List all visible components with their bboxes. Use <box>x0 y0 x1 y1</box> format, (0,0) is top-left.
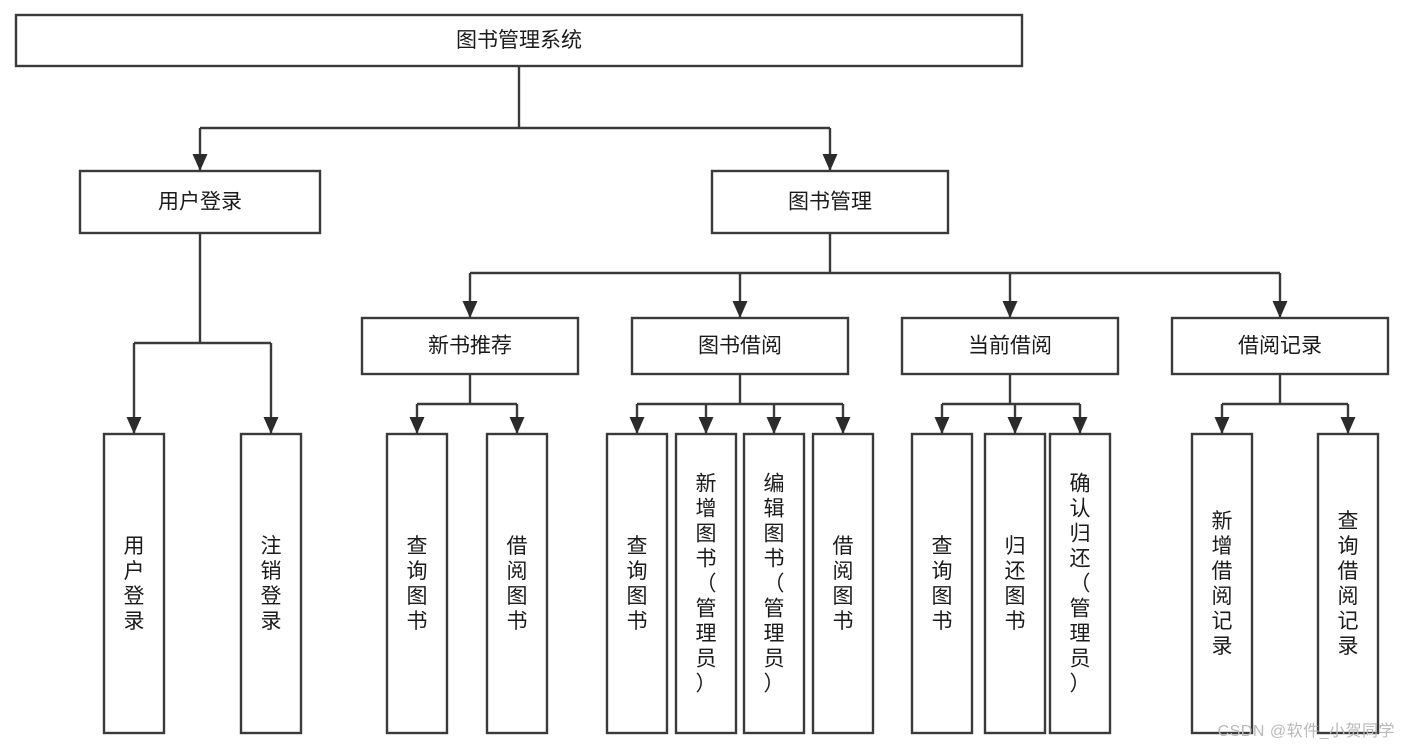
node-leaf-user-logout-label: 注销登录 <box>261 535 282 633</box>
arrow-icon-new-book-recommend <box>462 301 478 318</box>
watermark: CSDN @软件_小贺同学 <box>1217 723 1395 740</box>
node-leaf-query-book-3[interactable]: 查询图书 <box>910 432 974 735</box>
node-leaf-query-book-3-box[interactable] <box>910 432 974 735</box>
arrow-icon-leaf-confirm-return <box>1072 417 1088 434</box>
node-leaf-borrow-book-1-label: 借阅图书 <box>507 535 528 633</box>
node-book-manage-label: 图书管理 <box>788 191 872 214</box>
arrow-icon-leaf-query-book-3 <box>934 417 950 434</box>
node-leaf-query-book-1-label: 查询图书 <box>407 535 428 633</box>
arrow-icon-leaf-query-book-2 <box>629 417 645 434</box>
arrow-icon-borrow-record <box>1272 301 1288 318</box>
node-leaf-edit-book[interactable]: 编辑图书（管理员） <box>742 432 806 735</box>
node-leaf-return-book[interactable]: 归还图书 <box>983 432 1047 735</box>
node-borrow-record[interactable]: 借阅记录 <box>1170 316 1390 376</box>
arrow-icon-leaf-query-record <box>1340 417 1356 434</box>
node-borrow-record-box[interactable] <box>1170 316 1390 376</box>
node-root-box[interactable] <box>14 13 1024 68</box>
node-leaf-user-login-label: 用户登录 <box>124 535 145 633</box>
arrow-icon-leaf-edit-book <box>766 417 782 434</box>
node-borrow-record-label: 借阅记录 <box>1238 335 1322 358</box>
node-leaf-borrow-book-1[interactable]: 借阅图书 <box>485 432 549 735</box>
node-user-login[interactable]: 用户登录 <box>78 169 322 235</box>
node-leaf-confirm-return-box[interactable] <box>1048 432 1112 735</box>
node-leaf-user-login[interactable]: 用户登录 <box>102 432 166 735</box>
arrow-icon-book-manage <box>822 154 838 171</box>
node-leaf-borrow-book-2-box[interactable] <box>811 432 875 735</box>
node-leaf-add-record-box[interactable] <box>1190 432 1254 735</box>
node-book-borrow-label: 图书借阅 <box>698 335 782 358</box>
arrow-icon-leaf-borrow-book-1 <box>509 417 525 434</box>
node-leaf-user-logout[interactable]: 注销登录 <box>239 432 303 735</box>
node-leaf-add-record-label: 新增借阅记录 <box>1212 510 1233 658</box>
node-leaf-query-book-2[interactable]: 查询图书 <box>605 432 669 735</box>
node-leaf-query-record-box[interactable] <box>1316 432 1380 735</box>
connector-layer <box>126 66 1356 434</box>
node-leaf-query-book-3-label: 查询图书 <box>932 535 953 633</box>
arrow-icon-leaf-user-logout <box>263 417 279 434</box>
node-current-borrow[interactable]: 当前借阅 <box>900 316 1120 376</box>
arrow-icon-leaf-add-record <box>1214 417 1230 434</box>
node-leaf-edit-book-label: 编辑图书（管理员） <box>764 472 785 695</box>
node-book-borrow[interactable]: 图书借阅 <box>630 316 850 376</box>
node-leaf-user-login-box[interactable] <box>102 432 166 735</box>
node-current-borrow-label: 当前借阅 <box>968 335 1052 358</box>
node-leaf-query-book-1[interactable]: 查询图书 <box>385 432 449 735</box>
node-book-manage-box[interactable] <box>710 169 950 235</box>
arrow-icon-leaf-query-book-1 <box>409 417 425 434</box>
node-leaf-add-book-label: 新增图书（管理员） <box>696 472 717 695</box>
arrow-icon-leaf-user-login <box>126 417 142 434</box>
node-leaf-borrow-book-2[interactable]: 借阅图书 <box>811 432 875 735</box>
arrow-icon-book-borrow <box>732 301 748 318</box>
node-leaf-query-book-1-box[interactable] <box>385 432 449 735</box>
arrow-icon-leaf-borrow-book-2 <box>835 417 851 434</box>
arrow-icon-leaf-add-book <box>698 417 714 434</box>
node-leaf-confirm-return[interactable]: 确认归还（管理员） <box>1048 432 1112 735</box>
node-leaf-add-record[interactable]: 新增借阅记录 <box>1190 432 1254 735</box>
node-book-borrow-box[interactable] <box>630 316 850 376</box>
node-leaf-query-record[interactable]: 查询借阅记录 <box>1316 432 1380 735</box>
node-new-book-recommend-box[interactable] <box>360 316 580 376</box>
node-leaf-confirm-return-label: 确认归还（管理员） <box>1070 472 1091 695</box>
arrow-icon-current-borrow <box>1002 301 1018 318</box>
node-leaf-return-book-box[interactable] <box>983 432 1047 735</box>
node-leaf-add-book[interactable]: 新增图书（管理员） <box>674 432 738 735</box>
node-leaf-user-logout-box[interactable] <box>239 432 303 735</box>
node-user-login-box[interactable] <box>78 169 322 235</box>
node-leaf-borrow-book-2-label: 借阅图书 <box>833 535 854 633</box>
node-current-borrow-box[interactable] <box>900 316 1120 376</box>
node-root[interactable]: 图书管理系统 <box>14 13 1024 68</box>
node-leaf-query-record-label: 查询借阅记录 <box>1338 510 1359 658</box>
node-book-manage[interactable]: 图书管理 <box>710 169 950 235</box>
node-new-book-recommend[interactable]: 新书推荐 <box>360 316 580 376</box>
node-new-book-recommend-label: 新书推荐 <box>428 335 512 358</box>
node-leaf-query-book-2-label: 查询图书 <box>627 535 648 633</box>
node-leaf-query-book-2-box[interactable] <box>605 432 669 735</box>
node-user-login-label: 用户登录 <box>158 191 242 214</box>
node-leaf-add-book-box[interactable] <box>674 432 738 735</box>
arrow-icon-user-login <box>192 154 208 171</box>
node-layer: 图书管理系统用户登录图书管理新书推荐图书借阅当前借阅借阅记录用户登录注销登录查询… <box>14 13 1390 735</box>
node-root-label: 图书管理系统 <box>456 29 582 52</box>
node-leaf-edit-book-box[interactable] <box>742 432 806 735</box>
node-leaf-borrow-book-1-box[interactable] <box>485 432 549 735</box>
arrow-icon-leaf-return-book <box>1007 417 1023 434</box>
node-leaf-return-book-label: 归还图书 <box>1005 535 1026 633</box>
